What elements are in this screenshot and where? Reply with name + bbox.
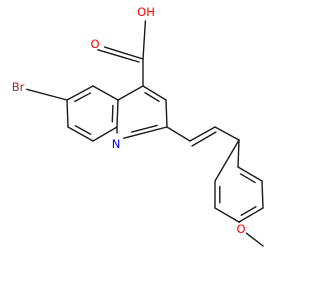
bond-fusion xyxy=(116,99,119,128)
bond-benzo-3 xyxy=(92,126,118,142)
bond-anisole-1 xyxy=(237,139,240,168)
bond-anisole-7 xyxy=(214,139,240,182)
atom-label-nitrogen: N xyxy=(112,137,121,151)
bond-anisole-2 xyxy=(237,166,263,182)
bond-bromine xyxy=(25,88,68,101)
bond-benzo-2 xyxy=(67,126,94,142)
atom-label-hydroxyl: OH xyxy=(137,5,155,19)
bond-benzo-double-2 xyxy=(111,104,114,123)
bond-benzo-1 xyxy=(66,99,69,128)
bond-benzo-5 xyxy=(92,85,119,101)
bond-pyridine-double-2 xyxy=(130,124,158,133)
bond-anisole-3 xyxy=(261,180,264,209)
atom-label-layer: Br N O OH O xyxy=(12,5,246,236)
bond-anisole-5 xyxy=(214,207,240,223)
bond-carbonyl-b xyxy=(97,49,140,63)
bond-pyridine-2 xyxy=(142,85,167,101)
bond-benzo-double-3 xyxy=(73,92,92,103)
bond-anisole-4 xyxy=(238,207,264,223)
bond-benzo-double-1 xyxy=(74,125,92,135)
atom-label-bromine: Br xyxy=(12,80,25,94)
bond-anisole-double-2 xyxy=(240,206,257,216)
bond-pyridine-3 xyxy=(165,99,168,128)
bond-vinyl-double xyxy=(191,131,217,147)
bond-hydroxyl xyxy=(142,20,147,60)
atom-label-ether-oxygen: O xyxy=(236,222,245,236)
bond-pyridine-4 xyxy=(123,126,168,139)
bond-vinyl-3 xyxy=(214,126,240,141)
bond-benzo-6 xyxy=(66,85,94,101)
bond-carbonyl-a xyxy=(103,46,144,60)
bond-vinyl-2 xyxy=(189,126,216,142)
bond-methoxy-2 xyxy=(245,232,264,247)
molecule-structure: Br N O OH O xyxy=(12,5,264,247)
bond-pyridine-double-1 xyxy=(144,92,160,102)
bond-pyridine-1 xyxy=(117,85,144,101)
bond-anisole-double-1 xyxy=(239,173,256,184)
bond-layer xyxy=(25,20,264,247)
bond-vinyl-1 xyxy=(166,126,191,142)
atom-label-carbonyl-oxygen: O xyxy=(90,37,99,51)
